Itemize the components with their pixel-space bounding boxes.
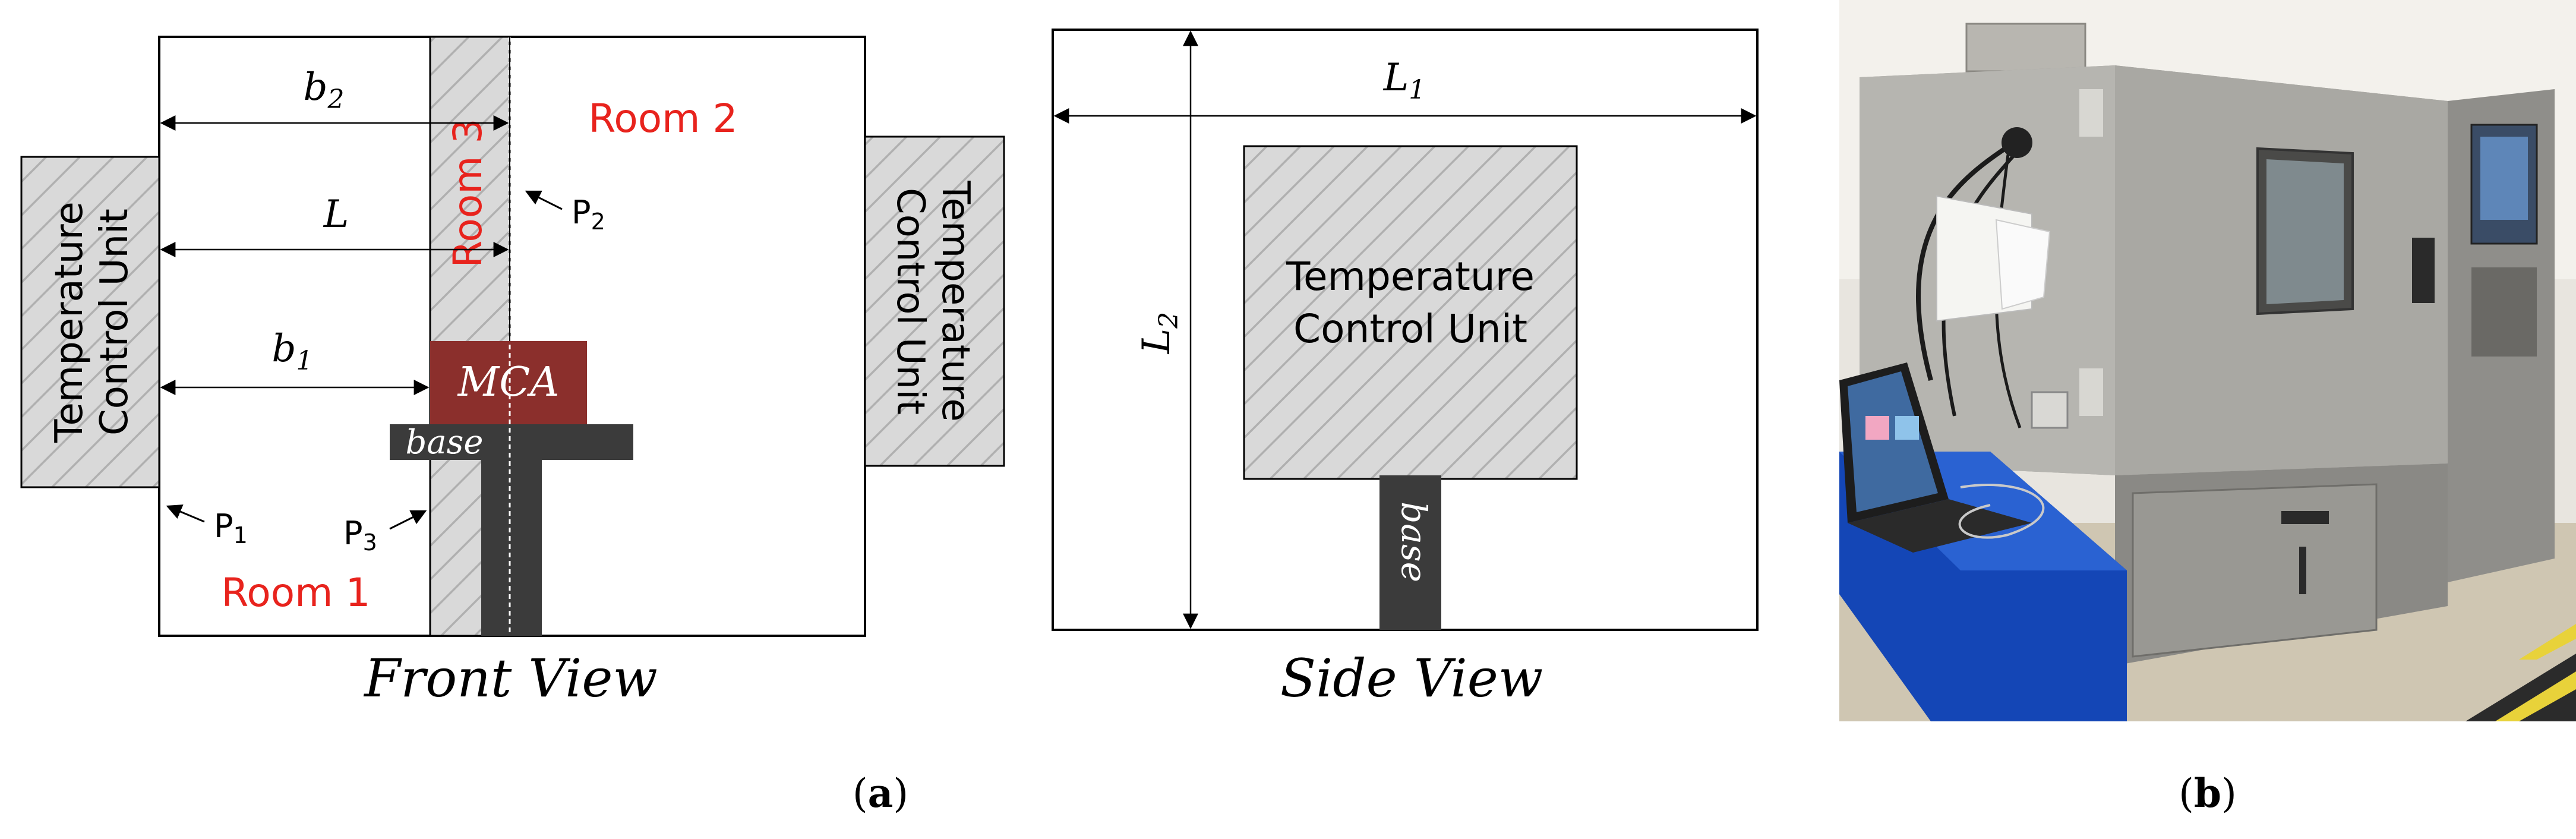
- tcu-left-line2: Control Unit: [93, 209, 137, 436]
- p1-arrow: [166, 504, 205, 523]
- dim-L2-label: L2: [1135, 312, 1184, 355]
- mca-block: [430, 341, 587, 424]
- front-view-caption: Front View: [363, 648, 658, 709]
- p3-label: P3: [343, 515, 377, 556]
- front-view: Temperature Control Unit Temperature Con…: [20, 36, 1005, 709]
- base-plate: [390, 424, 633, 460]
- p1-label: P1: [214, 507, 248, 548]
- base-label-front: base: [405, 423, 483, 462]
- p2-arrow: [525, 190, 563, 210]
- side-view-caption: Side View: [1280, 648, 1543, 709]
- side-view: L1 L2 Temperature Control Unit base Side…: [1052, 29, 1759, 709]
- tcu-left-line1: Temperature: [48, 201, 91, 443]
- room3-label: Room 3: [445, 119, 491, 268]
- chamber-photo: [1839, 0, 2576, 721]
- side-tcu-line1: Temperature: [1286, 254, 1535, 299]
- p3-arrow: [389, 510, 427, 530]
- room2-label: Room 2: [589, 96, 738, 141]
- tcu-right-line2: Control Unit: [888, 188, 932, 415]
- panel-label-b: (b): [2179, 770, 2237, 816]
- dim-b2-label: b2: [304, 65, 345, 115]
- dim-L-label: L: [323, 193, 349, 236]
- side-base-label: base: [1394, 501, 1434, 582]
- mca-label: MCA: [457, 359, 560, 406]
- tcu-left-box: [20, 156, 160, 488]
- panel-label-a: (a): [853, 770, 908, 816]
- side-tcu-line2: Control Unit: [1293, 306, 1527, 352]
- room1-label: Room 1: [222, 570, 371, 616]
- tcu-right-box: [864, 135, 1005, 467]
- tcu-right-line1: Temperature: [933, 180, 977, 421]
- dim-L1-label: L1: [1383, 56, 1426, 105]
- base-post: [481, 458, 542, 636]
- side-base: [1379, 475, 1441, 630]
- p2-label: P2: [572, 194, 605, 235]
- dim-b1-label: b1: [272, 327, 313, 376]
